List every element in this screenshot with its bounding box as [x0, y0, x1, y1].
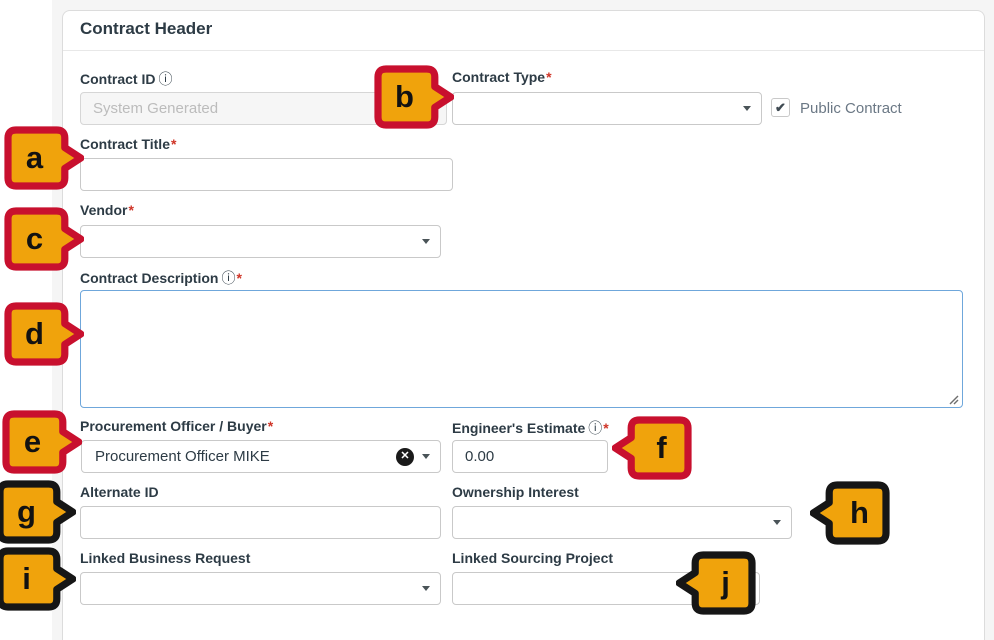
procurement-officer-value: Procurement Officer MIKE [95, 448, 270, 465]
header-divider [63, 50, 984, 51]
required-asterisk: * [267, 418, 274, 434]
ownership-interest-select[interactable] [452, 506, 792, 539]
linked-business-request-label: Linked Business Request [80, 550, 251, 566]
contract-description-textarea[interactable] [80, 290, 963, 408]
required-asterisk: * [236, 270, 242, 286]
ownership-interest-label: Ownership Interest [452, 484, 579, 500]
engineers-estimate-input[interactable] [452, 440, 608, 473]
linked-business-request-select[interactable] [80, 572, 441, 605]
vendor-label: Vendor* [80, 202, 134, 218]
info-icon[interactable]: ⓘ [158, 71, 173, 87]
contract-type-label: Contract Type* [452, 69, 552, 85]
procurement-officer-label: Procurement Officer / Buyer* [80, 418, 274, 434]
procurement-officer-select[interactable]: Procurement Officer MIKE ✕ [81, 440, 441, 473]
contract-title-label: Contract Title* [80, 136, 177, 152]
required-asterisk: * [128, 202, 134, 218]
alternate-id-label: Alternate ID [80, 484, 159, 500]
linked-sourcing-project-input[interactable] [452, 572, 760, 605]
close-icon: ✕ [400, 450, 410, 462]
public-contract-label: Public Contract [800, 100, 902, 117]
alternate-id-input[interactable] [80, 506, 441, 539]
required-asterisk: * [546, 69, 552, 85]
vendor-select[interactable] [80, 225, 441, 258]
required-asterisk: * [603, 420, 609, 436]
checkmark-icon: ✔ [775, 99, 786, 115]
info-icon[interactable]: ⓘ [588, 420, 603, 436]
chevron-down-icon [422, 239, 430, 244]
required-asterisk: * [170, 136, 177, 152]
chevron-down-icon [422, 454, 430, 459]
clear-selection-button[interactable]: ✕ [396, 447, 414, 466]
info-icon[interactable]: ⓘ [221, 270, 236, 286]
public-contract-checkbox[interactable]: ✔ [771, 98, 790, 117]
page-title: Contract Header [80, 19, 213, 38]
textarea-resize-handle[interactable] [947, 392, 959, 405]
resize-grip-icon [949, 395, 959, 405]
contract-type-select[interactable] [452, 92, 762, 125]
chevron-down-icon [743, 106, 751, 111]
contract-id-input[interactable] [80, 92, 447, 125]
chevron-down-icon [773, 520, 781, 525]
linked-sourcing-project-label: Linked Sourcing Project [452, 550, 614, 566]
contract-title-input[interactable] [80, 158, 453, 191]
chevron-down-icon [422, 586, 430, 591]
